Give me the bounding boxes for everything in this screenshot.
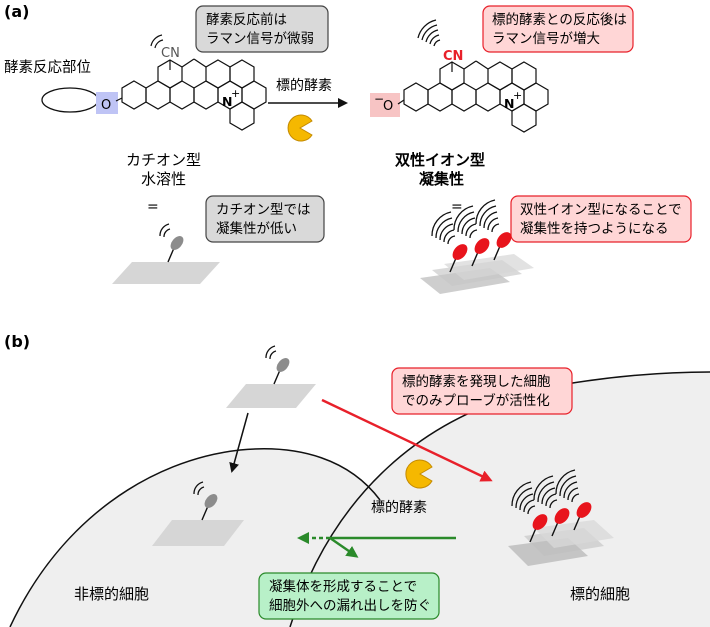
svg-text:ラマン信号が増大: ラマン信号が増大 [492, 31, 600, 47]
svg-text:酵素反応前は: 酵素反応前は [206, 11, 287, 28]
substrate-group-ellipse [41, 87, 99, 113]
uptake-arrow-non-target [229, 412, 249, 473]
single-probe-schematic [112, 223, 220, 284]
cationic-name: カチオン型 [126, 151, 201, 169]
non-target-cell-membrane [9, 448, 381, 627]
svg-text:凝集性が低い: 凝集性が低い [216, 221, 297, 237]
oxygen-atom-left: O [101, 98, 111, 113]
nitrile-label-right: CN [443, 49, 463, 64]
water-soluble-name: 水溶性 [141, 170, 186, 188]
strong-raman-wave-icon [417, 19, 441, 47]
panel-b-label: (b) [4, 332, 30, 351]
svg-text:双性イオン型になることで: 双性イオン型になることで [520, 202, 682, 218]
svg-text:でのみプローブが活性化: でのみプローブが活性化 [402, 392, 550, 409]
svg-text:=: = [451, 199, 463, 215]
svg-text:+: + [231, 87, 240, 100]
panel-a-label: (a) [4, 2, 29, 21]
non-target-cell-label: 非標的細胞 [74, 585, 149, 603]
svg-text:−: − [374, 92, 384, 106]
note-strong-signal: 標的酵素との反応後は ラマン信号が増大 [482, 5, 634, 53]
svg-text:凝集体を形成することで: 凝集体を形成することで [269, 579, 417, 595]
svg-text:N: N [222, 94, 232, 109]
zwitterion-name: 双性イオン型 [395, 151, 485, 169]
svg-text:+: + [513, 89, 522, 102]
note-weak-signal: 酵素反応前は ラマン信号が微弱 [195, 5, 329, 53]
enzyme-label-b: 標的酵素 [371, 500, 427, 516]
zwitterionic-probe-molecule: − O CN N + [370, 19, 549, 133]
aggregated-probe-schematic [420, 199, 534, 294]
svg-text:ラマン信号が微弱: ラマン信号が微弱 [206, 31, 314, 47]
enzyme-pacman-icon-a [287, 114, 313, 142]
note-zwitterion-aggregation: 双性イオン型になることで 凝集性を持つようになる [510, 195, 692, 243]
oxygen-atom-right: O [383, 99, 393, 114]
enzyme-label-a: 標的酵素 [276, 78, 332, 94]
cationic-probe-molecule: O CN N + [96, 34, 267, 131]
svg-text:N: N [504, 96, 514, 111]
svg-text:標的酵素との反応後は: 標的酵素との反応後は [492, 12, 627, 28]
svg-text:=: = [147, 199, 159, 215]
target-cell-fill [290, 372, 710, 627]
non-target-cell-probe [152, 481, 244, 546]
weak-raman-wave-icon [154, 39, 164, 49]
leakage-blocked-arrow [297, 532, 456, 558]
target-cell-label: 標的細胞 [570, 585, 630, 603]
enzyme-pacman-icon-b [405, 459, 433, 489]
svg-text:カチオン型では: カチオン型では [216, 202, 311, 218]
activated-aggregate [508, 469, 614, 566]
svg-text:細胞外への漏れ出しを防ぐ: 細胞外への漏れ出しを防ぐ [269, 598, 431, 614]
extracellular-probe [226, 345, 316, 408]
svg-text:標的酵素を発現した細胞: 標的酵素を発現した細胞 [402, 374, 551, 390]
svg-text:凝集性を持つようになる: 凝集性を持つようになる [520, 221, 669, 237]
note-activation: 標的酵素を発現した細胞 でのみプローブが活性化 [391, 367, 573, 415]
activation-arrow [321, 398, 493, 482]
aggregative-name: 凝集性 [419, 170, 464, 188]
note-cation-low-aggregation: カチオン型では 凝集性が低い [205, 195, 325, 243]
nitrile-label-left: CN [161, 46, 180, 61]
reactive-site-label: 酵素反応部位 [4, 59, 91, 76]
note-aggregate-retention: 凝集体を形成することで 細胞外への漏れ出しを防ぐ [258, 572, 440, 620]
